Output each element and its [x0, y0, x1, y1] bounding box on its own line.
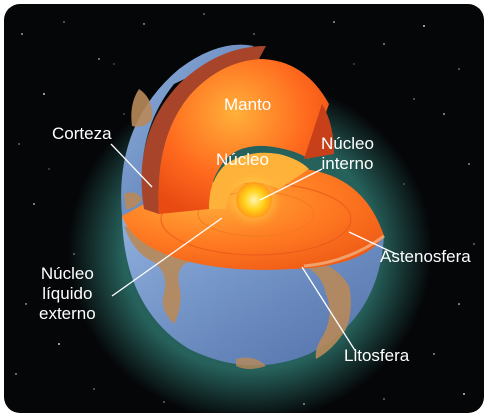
label-nucleo-liquido-line1: Núcleo: [40, 264, 94, 283]
label-litosfera: Litosfera: [344, 346, 410, 365]
earth-upper-hemisphere: [121, 44, 254, 216]
inner-core: [236, 182, 272, 218]
label-nucleo-liquido-externo: Núcleo líquido externo: [39, 264, 96, 324]
lithosphere-rim: [303, 234, 385, 268]
leader-lines: [110, 143, 397, 353]
leader-nucleo-liquido: [111, 217, 223, 297]
label-nucleo-interno-line1: Núcleo: [321, 134, 374, 153]
diagram-frame: Manto Núcleo Corteza Núcleo interno Aste…: [4, 4, 484, 413]
label-manto: Manto: [224, 95, 272, 114]
mantle-section: [158, 59, 329, 214]
leader-astenosfera: [348, 231, 397, 255]
crust-edge: [141, 46, 266, 214]
leader-nucleo-interno: [259, 168, 323, 201]
label-astenosfera: Astenosfera: [380, 247, 471, 266]
leader-corteza: [110, 143, 153, 188]
label-nucleo-interno: Núcleo interno: [321, 134, 374, 174]
earth-cross-section: [15, 13, 475, 413]
label-nucleo: Núcleo: [216, 150, 269, 169]
label-nucleo-interno-line2: interno: [321, 154, 374, 173]
mantle-edge: [304, 104, 334, 159]
label-nucleo-liquido-line3: externo: [39, 304, 96, 323]
label-corteza: Corteza: [52, 124, 112, 143]
leader-litosfera: [301, 266, 357, 353]
label-nucleo-liquido-line2: líquido: [42, 284, 93, 303]
